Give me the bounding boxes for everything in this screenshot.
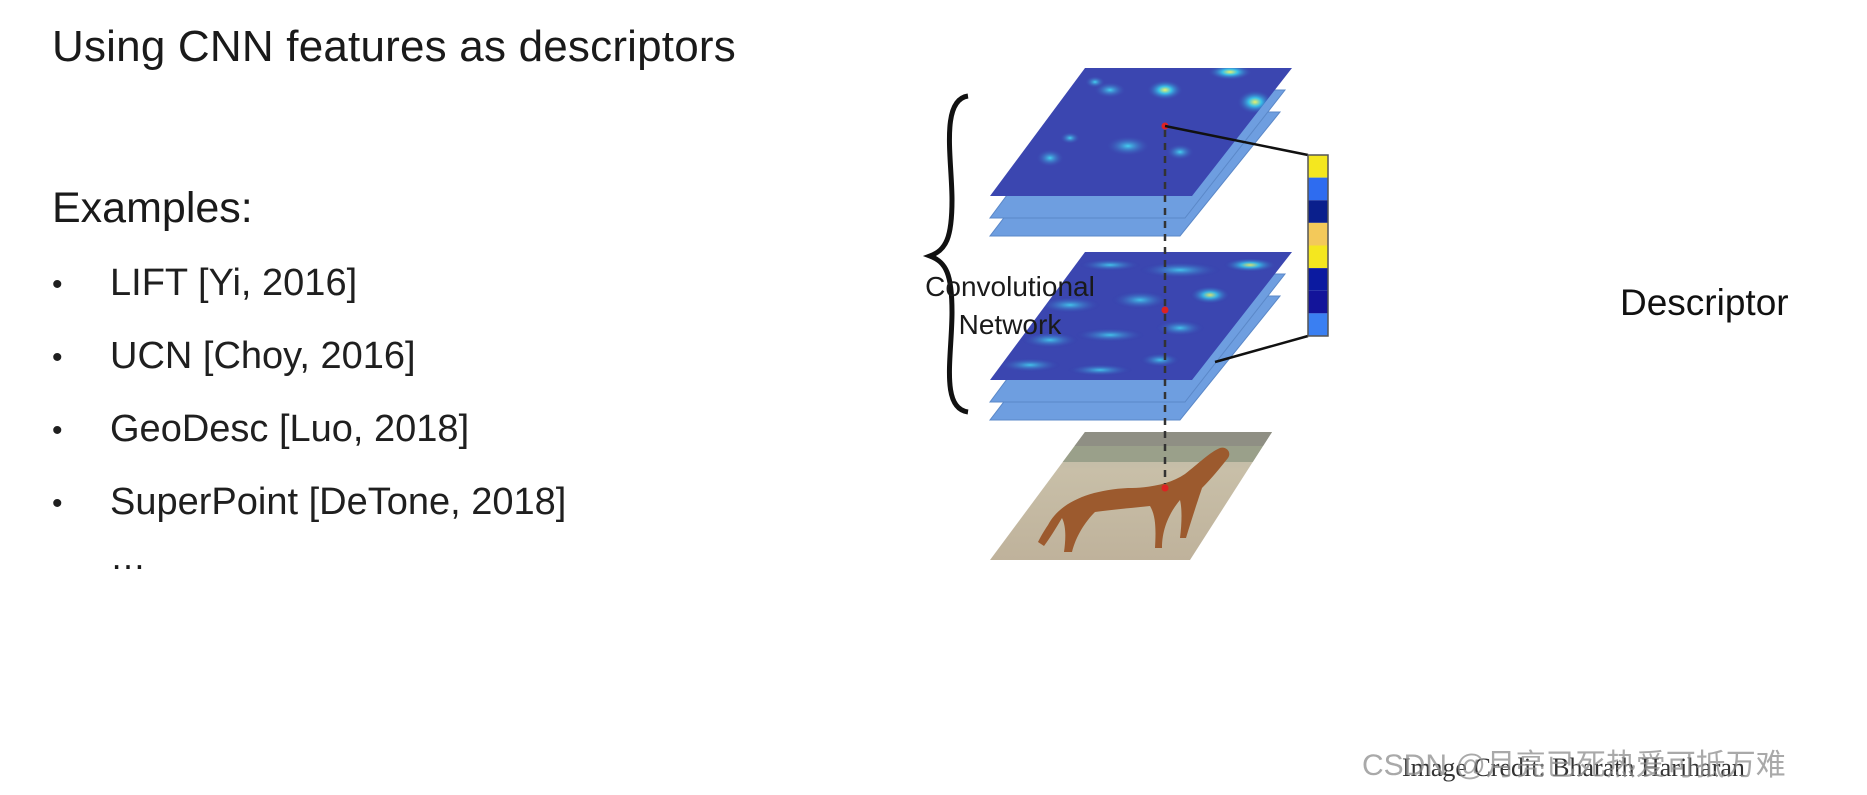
- keypoint-dot: [1161, 484, 1169, 492]
- input-image: [990, 432, 1272, 560]
- middle-feature-stack: [988, 252, 1292, 421]
- connector-lines: [1164, 124, 1309, 364]
- list-item: • GeoDesc [Luo, 2018]: [52, 408, 566, 481]
- descriptor-cell: [1308, 177, 1328, 201]
- conv-network-label: Convolutional Network: [900, 268, 1120, 344]
- examples-list: • LIFT [Yi, 2016] • UCN [Choy, 2016] • GeoD…: [52, 262, 566, 554]
- descriptor-cell: [1308, 268, 1328, 291]
- top-feature-stack: [988, 68, 1292, 237]
- list-item: • UCN [Choy, 2016]: [52, 335, 566, 408]
- descriptor-cell: [1308, 200, 1328, 223]
- bullet-icon: •: [52, 487, 63, 520]
- slide-title: Using CNN features as descriptors: [52, 22, 736, 71]
- list-item: • LIFT [Yi, 2016]: [52, 262, 566, 335]
- bullet-icon: •: [52, 414, 63, 447]
- example-text: GeoDesc [Luo, 2018]: [110, 408, 470, 450]
- diagram-canvas: [922, 68, 1329, 560]
- descriptor-cell: [1308, 222, 1328, 246]
- descriptor-cell: [1308, 155, 1328, 178]
- image-credit: Image Credit: Bharath Hariharan: [1402, 753, 1745, 782]
- list-item: • SuperPoint [DeTone, 2018]: [52, 481, 566, 554]
- descriptor-border: [1307, 154, 1329, 337]
- descriptor-cell: [1308, 290, 1328, 314]
- conv-label-line2: Network: [958, 309, 1062, 340]
- descriptor-label: Descriptor: [1620, 282, 1789, 323]
- descriptor-cell: [1308, 245, 1328, 269]
- example-text: LIFT [Yi, 2016]: [110, 262, 358, 304]
- cnn-descriptor-diagram: Convolutional Network Descriptor Image C…: [880, 60, 1840, 795]
- keypoint-dot: [1161, 306, 1169, 314]
- watermark: CSDN @月亮已死热爱可抵万难: [1362, 749, 1786, 782]
- descriptor-cell: [1308, 313, 1328, 336]
- curly-brace-icon: [922, 93, 969, 415]
- bullet-icon: •: [52, 341, 63, 374]
- conv-label-line1: Convolutional: [925, 271, 1095, 302]
- descriptor-vector: [1307, 154, 1329, 337]
- ellipsis: …: [110, 536, 148, 577]
- example-text: SuperPoint [DeTone, 2018]: [110, 481, 567, 523]
- examples-heading: Examples:: [52, 184, 253, 232]
- example-text: UCN [Choy, 2016]: [110, 335, 416, 377]
- bullet-icon: •: [52, 268, 63, 301]
